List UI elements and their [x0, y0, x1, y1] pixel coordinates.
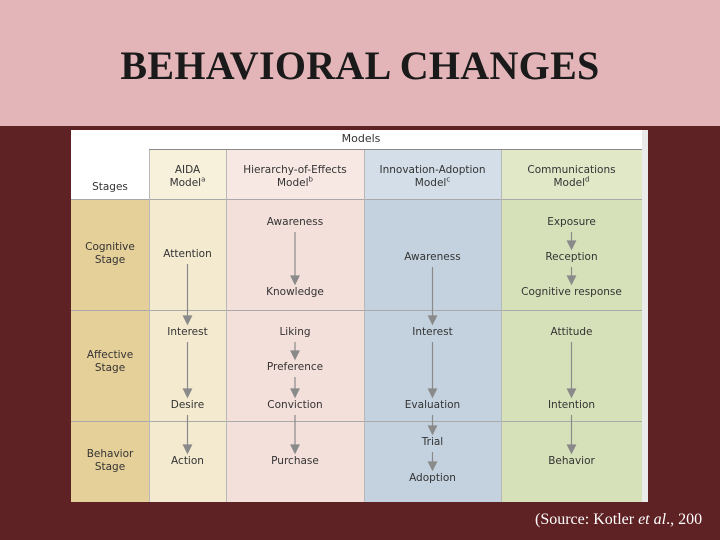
slide-title: BEHAVIORAL CHANGES	[120, 43, 600, 88]
row-divider	[71, 421, 642, 422]
hierarchy-header-cell	[226, 150, 364, 199]
arrowhead-icon	[566, 444, 577, 455]
row-divider	[71, 310, 642, 311]
communications-step: Cognitive response	[521, 286, 622, 298]
arrowhead-icon	[182, 444, 193, 455]
communications-step: Intention	[547, 399, 596, 411]
aida-step: Action	[171, 455, 204, 467]
communications-step: Behavior	[548, 455, 595, 467]
innovation-step: Trial	[421, 436, 444, 448]
arrowhead-icon	[427, 425, 438, 436]
communications-step: Attitude	[550, 326, 593, 338]
title-bar: BEHAVIORAL CHANGES	[0, 0, 720, 126]
arrowhead-icon	[182, 388, 193, 399]
arrowhead-icon	[290, 444, 300, 455]
stages-column	[71, 199, 149, 502]
arrowhead-icon	[427, 315, 438, 326]
arrowhead-icon	[566, 388, 577, 399]
models-underline	[149, 149, 642, 150]
column-divider	[149, 150, 150, 502]
communications-header-cell	[501, 150, 642, 199]
innovation-step: Evaluation	[404, 399, 461, 411]
communications-step: Reception	[545, 251, 598, 263]
hierarchy-step: Conviction	[267, 399, 323, 411]
innovation-step: Interest	[412, 326, 453, 338]
aida-step: Attention	[163, 248, 212, 260]
aida-header-cell	[149, 150, 226, 199]
hierarchy-step: Liking	[279, 326, 311, 338]
arrowhead-icon	[182, 315, 193, 326]
column-divider	[364, 150, 365, 502]
table-right-border	[642, 130, 648, 502]
stages-header: Stages	[92, 181, 128, 193]
hierarchy-step: Knowledge	[266, 286, 324, 298]
arrowhead-icon	[427, 388, 438, 399]
innovation-header-cell	[364, 150, 501, 199]
aida-step: Desire	[170, 399, 205, 411]
hierarchy-step: Preference	[266, 361, 324, 373]
arrowhead-icon	[566, 240, 577, 251]
models-header: Models	[341, 132, 381, 145]
communications-step: Exposure	[547, 216, 596, 228]
arrowhead-icon	[290, 388, 300, 399]
source-citation: (Source: Kotler et al., 200	[535, 511, 703, 528]
innovation-step: Adoption	[409, 472, 456, 484]
arrowhead-icon	[290, 275, 300, 286]
arrowhead-icon	[566, 275, 577, 286]
arrowhead-icon	[290, 350, 300, 361]
hierarchy-step: Purchase	[271, 455, 319, 467]
flow-arrows	[182, 232, 577, 472]
row-divider	[71, 199, 642, 200]
column-divider	[501, 150, 502, 502]
arrowhead-icon	[427, 461, 438, 472]
hierarchy-step: Awareness	[266, 216, 324, 228]
innovation-step: Awareness	[404, 251, 461, 263]
column-divider	[226, 150, 227, 502]
aida-step: Interest	[167, 326, 208, 338]
